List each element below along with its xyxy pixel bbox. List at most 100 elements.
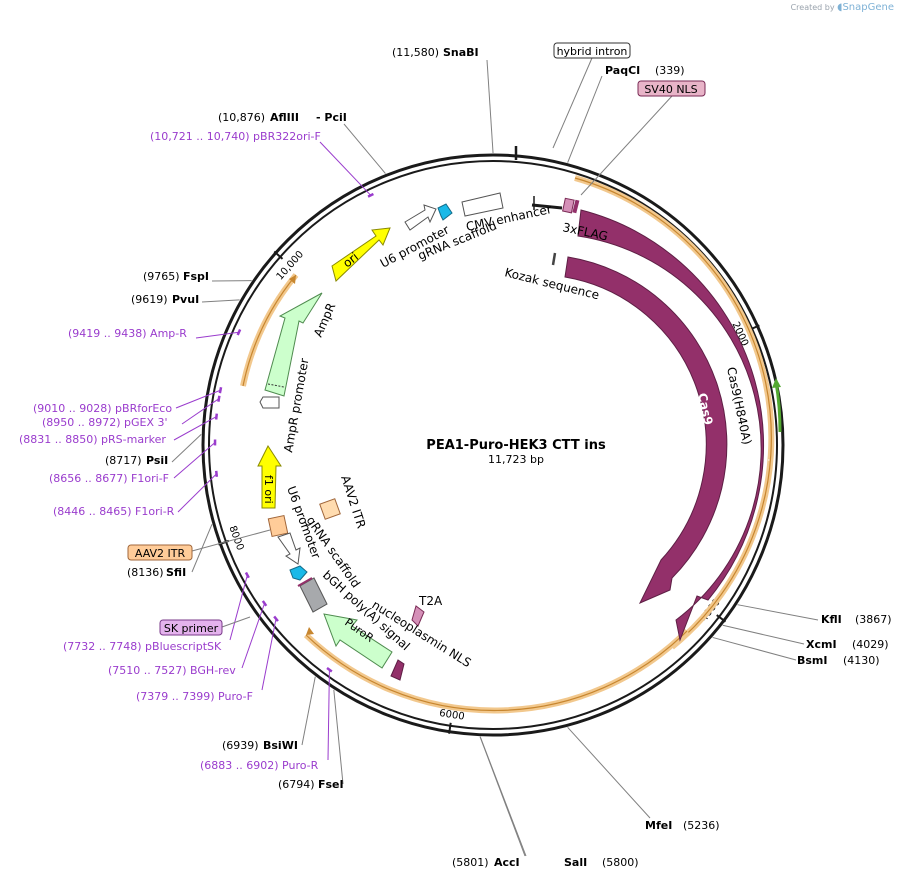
plasmid-name: PEA1-Puro-HEK3 CTT ins [426,438,606,453]
enzyme-label-bsmi: BsmI (4130) [797,654,880,667]
sv40-nls-leader [580,95,673,196]
sk-primer-leader [221,616,251,628]
f1-ori-feature [257,444,282,509]
enzyme-bsmi-name: BsmI [797,654,828,667]
boxed-label-hybrid-intron: hybrid intron [557,45,628,58]
enzyme-leader-2 [343,123,386,174]
primer-label-puro-f: (7379 .. 7399) Puro-F [136,690,253,703]
enzyme-label-psii: (8717) PsiI [105,454,168,467]
enzyme-acci-coord: (5801) [452,856,489,869]
enzyme-leader-7 [301,676,316,746]
puror-outer-arrowhead [306,627,314,635]
enzyme-fspi-name: FspI [183,270,209,283]
backbone-inner-ring [208,160,778,730]
enzyme-bsmi-coord: (4130) [843,654,880,667]
enzyme-kfli-name: KflI [821,613,842,626]
enzyme-label-sali: SalI (5800) [564,856,639,869]
primer-leader-3 [181,398,220,425]
primer-leader-4 [173,416,217,441]
enzyme-label-kfli: KflI (3867) [821,613,892,626]
enzyme-leader-5 [171,433,202,463]
enzyme-leader-1 [567,75,603,163]
primer-leader-10 [327,669,330,761]
enzyme-afliii-coord: (10,876) [218,111,265,124]
primer-label-f1ori-r: (8446 .. 8465) F1ori-R [53,505,175,518]
primer-leader-2 [175,389,221,409]
enzyme-paqci-coord: (339) [655,64,685,77]
enzyme-sali-name: SalI [564,856,587,869]
enzyme-paqci-name: PaqCI [605,64,640,77]
hybrid-intron-leader [552,57,593,149]
grna-scaffold-bottom-feature [289,565,308,581]
primer-mark-0 [367,192,374,198]
enzyme-leaders [171,59,819,857]
enzyme-sali-coord: (5800) [602,856,639,869]
enzyme-psii-coord: (8717) [105,454,142,467]
watermark-brand: SnapGene [842,2,894,13]
enzyme-leader-13 [722,624,805,645]
aav2-itr-outer-feature [267,514,289,538]
enzyme-label-xcmi: XcmI (4029) [806,638,889,651]
enzyme-xcmi-coord: (4029) [852,638,889,651]
enzyme-snabi-name: SnaBI [443,46,479,59]
kozak-mark [551,252,557,266]
primer-mark-1 [236,329,242,336]
primer-mark-2 [218,387,223,394]
tick-mark-2 [448,722,452,734]
primer-leader-1 [195,331,239,339]
enzyme-fsei-name: FseI [318,778,344,791]
enzyme-mfei-coord: (5236) [683,819,720,832]
primer-mark-9 [273,615,279,622]
label-t2a: T2A [418,594,443,608]
primer-mark-7 [244,571,250,579]
puror-feature [323,613,393,669]
primer-mark-4 [214,413,219,420]
primer-leader-7 [229,575,248,641]
t2a-feature [411,605,425,627]
snapgene-watermark: Created by ◖SnapGene [791,2,894,13]
enzyme-bsiwi-name: BsiWI [263,739,298,752]
enzyme-pvui-name: PvuI [172,293,199,306]
enzyme-afliii-name: AflIII [270,111,299,124]
primer-label-pbrforeco: (9010 .. 9028) pBRforEco [33,402,172,415]
boxed-label-sv40-nls: SV40 NLS [644,83,697,96]
ampr-feature [264,292,323,397]
enzyme-leader-8 [333,689,344,785]
enzyme-label-pvui: (9619) PvuI [131,293,199,306]
enzyme-mfei-name: MfeI [645,819,672,832]
u6-promoter-bottom-feature [277,532,301,565]
cmv-enhancer-feature [461,192,504,217]
enzyme-leader-4 [201,299,240,303]
flag-feature [562,197,575,214]
enzyme-sfii-coord: (8136) [127,566,164,579]
label-f1-ori: f1 ori [262,475,275,504]
cas9-outer-arc-line [574,177,772,648]
enzyme-leader-14 [712,636,797,661]
bgh-edge [297,577,313,587]
enzyme-label-acci: (5801) AccI [452,856,520,869]
enzyme-sfii-name: SfiI [166,566,186,579]
primer-label-prs-marker: (8831 .. 8850) pRS-marker [19,433,166,446]
enzyme-fsei-coord: (6794) [278,778,315,791]
plasmid-size: 11,723 bp [488,453,544,466]
label-aav2-itr-inner: AAV2 ITR [338,474,368,531]
enzyme-label-bsiwi: (6939) BsiWI [222,739,298,752]
enzyme-snabi-coord: (11,580) [392,46,439,59]
primer-mark-10 [326,666,333,673]
enzyme-label-snabi: (11,580) SnaBI [392,46,479,59]
primer-leader-5 [173,442,216,479]
enzyme-bsiwi-coord: (6939) [222,739,259,752]
nucleoplasmin-nls-feature [390,659,405,681]
enzyme-fspi-coord: (9765) [143,270,180,283]
label-ampr: AmpR [311,301,338,339]
primer-leader-6 [177,473,217,513]
hybrid-intron-mark [531,203,563,210]
enzyme-leader-12 [737,604,819,621]
cas9-h840a-arrow [577,209,765,642]
primer-mark-8 [261,600,268,607]
primer-label-pbr322ori-f: (10,721 .. 10,740) pBR322ori-F [150,130,321,143]
primer-leader-9 [261,618,277,691]
primer-leaders [173,141,374,761]
puror-outer-arc-line [305,630,688,712]
